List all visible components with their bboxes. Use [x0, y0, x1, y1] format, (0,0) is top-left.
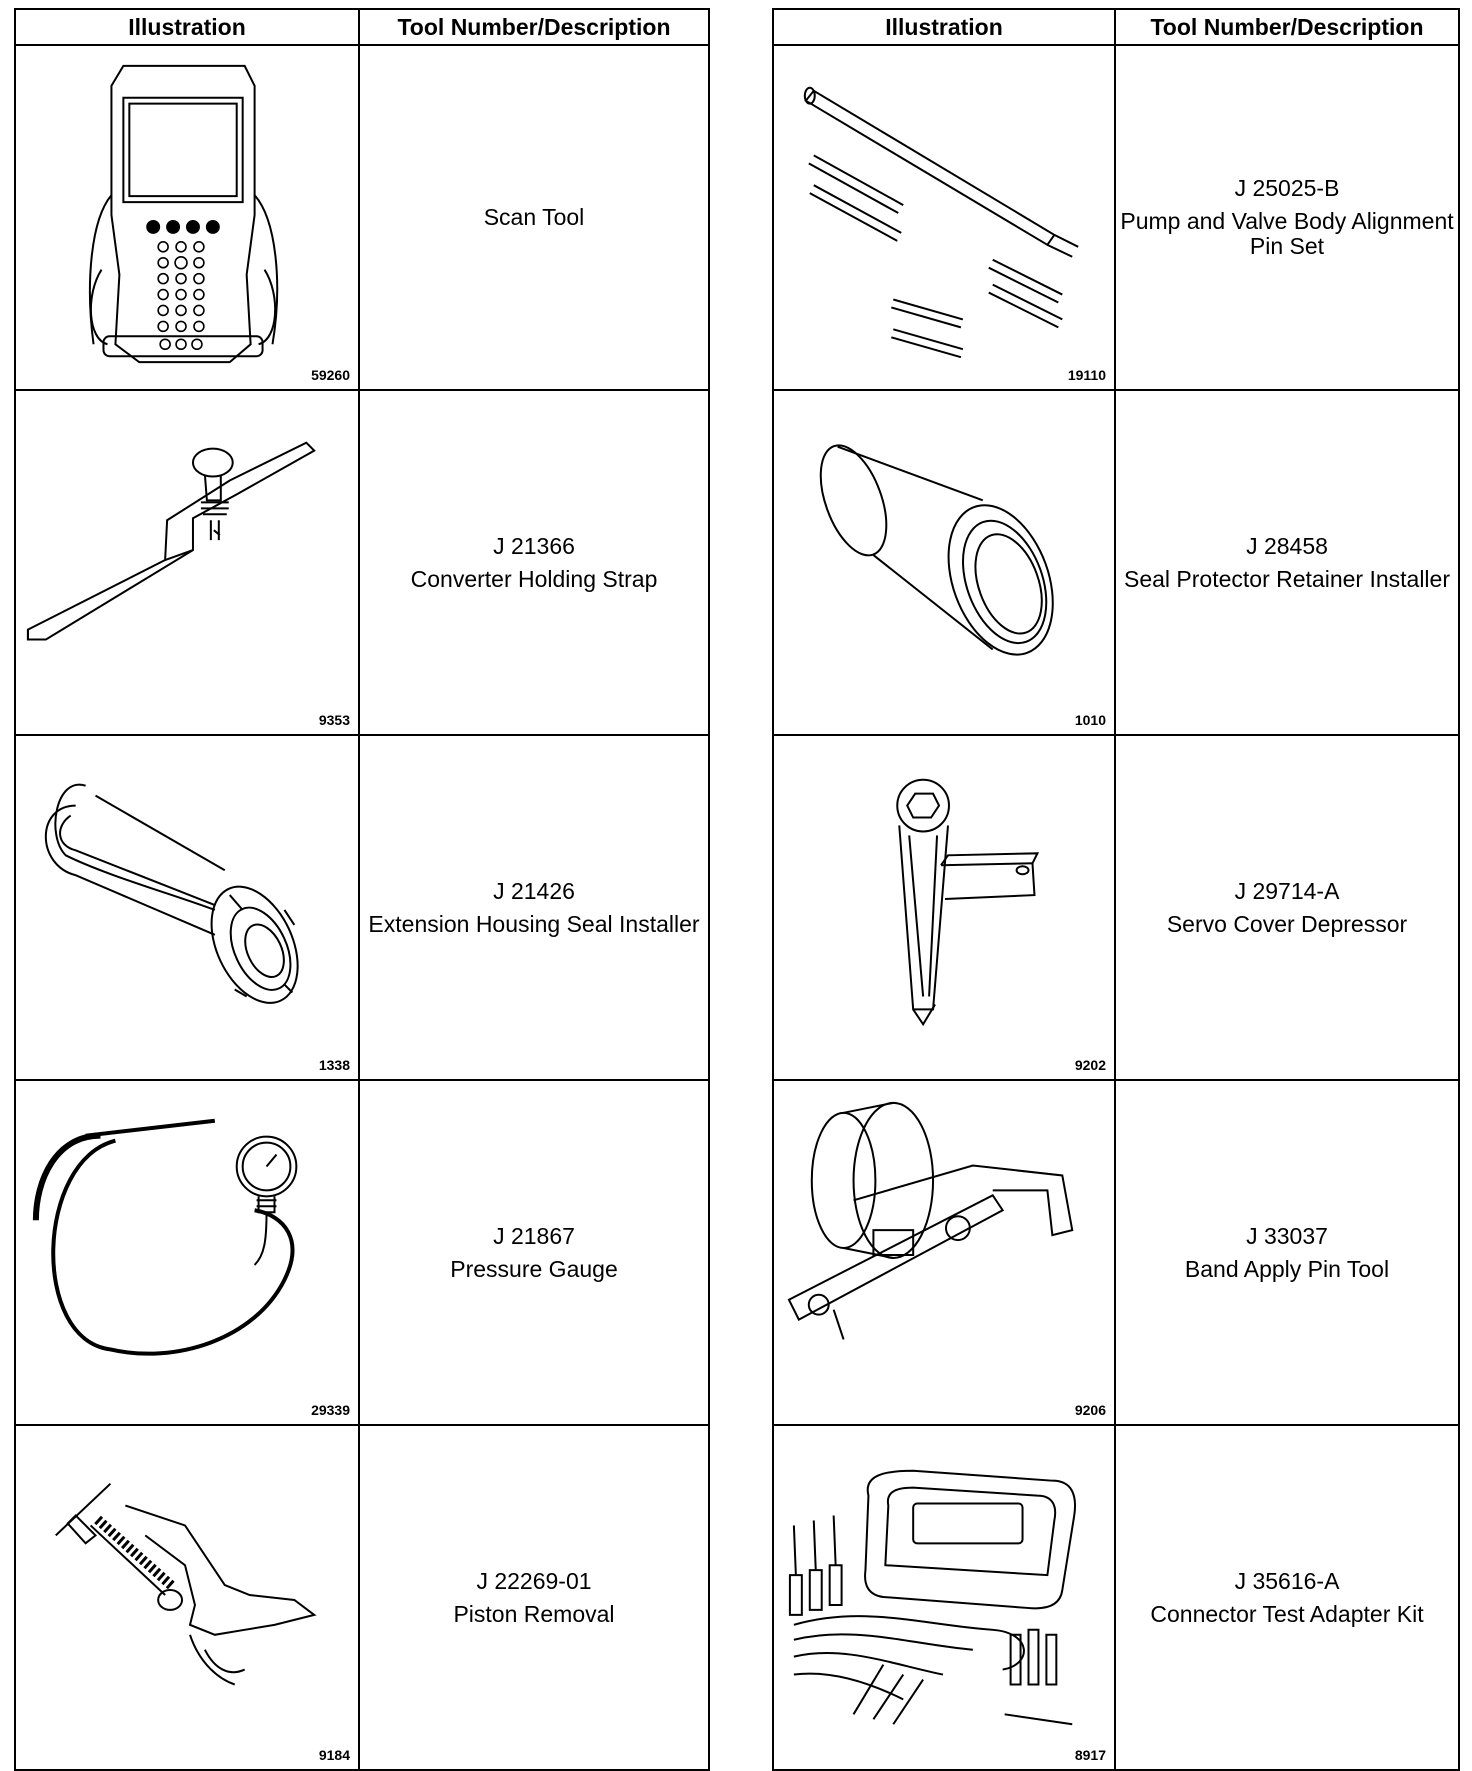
header-illustration: Illustration	[772, 8, 1116, 46]
header-illustration: Illustration	[14, 8, 360, 46]
tool-number: J 21867	[493, 1222, 575, 1249]
test-adapter-kit-icon	[774, 1426, 1114, 1769]
tool-number: J 28458	[1246, 532, 1328, 559]
table-row: 1338 J 21426 Extension Housing Seal Inst…	[14, 734, 710, 1081]
tool-name: Scan Tool	[483, 204, 585, 230]
illustration-cell: 29339	[14, 1079, 360, 1426]
tool-description-cell: J 25025-B Pump and Valve Body Alignment …	[1114, 44, 1460, 391]
tool-number: J 21426	[493, 877, 575, 904]
right-tool-table: Illustration Tool Number/Description 191…	[772, 8, 1460, 1771]
figure-number: 9206	[1074, 1402, 1106, 1418]
figure-number: 1010	[1074, 712, 1106, 728]
table-row: 19110 J 25025-B Pump and Valve Body Alig…	[772, 44, 1460, 391]
tool-name: Servo Cover Depressor	[1166, 910, 1408, 937]
table-row: 9202 J 29714-A Servo Cover Depressor	[772, 734, 1460, 1081]
table-row: 9184 J 22269-01 Piston Removal	[14, 1424, 710, 1771]
holding-strap-icon	[16, 391, 358, 734]
servo-depressor-icon	[774, 736, 1114, 1079]
illustration-cell: 19110	[772, 44, 1116, 391]
seal-installer-icon	[16, 736, 358, 1079]
tool-name: Converter Holding Strap	[410, 565, 658, 592]
tool-number: J 25025-B	[1234, 175, 1340, 201]
table-row: 8917 J 35616-A Connector Test Adapter Ki…	[772, 1424, 1460, 1771]
tool-name: Seal Protector Retainer Installer	[1124, 565, 1450, 592]
tool-name: Extension Housing Seal Installer	[368, 910, 700, 937]
seal-protector-icon	[774, 391, 1114, 734]
illustration-cell: 59260	[14, 44, 360, 391]
table-header-row: Illustration Tool Number/Description	[772, 8, 1460, 46]
pressure-gauge-icon	[16, 1081, 358, 1424]
tool-description-cell: Scan Tool	[358, 44, 710, 391]
tool-description-cell: J 22269-01 Piston Removal	[358, 1424, 710, 1771]
tool-number: J 29714-A	[1234, 877, 1340, 904]
tool-number: J 33037	[1246, 1222, 1328, 1249]
tool-description-cell: J 29714-A Servo Cover Depressor	[1114, 734, 1460, 1081]
table-row: 9206 J 33037 Band Apply Pin Tool	[772, 1079, 1460, 1426]
figure-number: 9353	[318, 712, 350, 728]
table-row: 59260 Scan Tool	[14, 44, 710, 391]
illustration-cell: 9206	[772, 1079, 1116, 1426]
figure-number: 8917	[1074, 1747, 1106, 1763]
table-row: 1010 J 28458 Seal Protector Retainer Ins…	[772, 389, 1460, 736]
header-tool: Tool Number/Description	[358, 8, 710, 46]
figure-number: 9184	[318, 1747, 350, 1763]
scan-tool-icon	[16, 46, 358, 389]
illustration-cell: 1338	[14, 734, 360, 1081]
tool-name: Band Apply Pin Tool	[1184, 1255, 1390, 1282]
tool-name: Piston Removal	[453, 1600, 615, 1627]
tool-description-cell: J 33037 Band Apply Pin Tool	[1114, 1079, 1460, 1426]
tool-description-cell: J 35616-A Connector Test Adapter Kit	[1114, 1424, 1460, 1771]
tool-number: J 22269-01	[476, 1567, 592, 1594]
alignment-pin-set-icon	[774, 46, 1114, 389]
tool-description-cell: J 21867 Pressure Gauge	[358, 1079, 710, 1426]
table-header-row: Illustration Tool Number/Description	[14, 8, 710, 46]
illustration-cell: 9353	[14, 389, 360, 736]
tool-name: Pump and Valve Body Alignment Pin Set	[1120, 208, 1454, 259]
header-tool: Tool Number/Description	[1114, 8, 1460, 46]
left-tool-table: Illustration Tool Number/Description	[14, 8, 710, 1771]
tool-description-cell: J 21366 Converter Holding Strap	[358, 389, 710, 736]
figure-number: 9202	[1074, 1057, 1106, 1073]
figure-number: 19110	[1067, 367, 1106, 383]
tool-name: Connector Test Adapter Kit	[1150, 1600, 1424, 1627]
illustration-cell: 9202	[772, 734, 1116, 1081]
band-apply-pin-icon	[774, 1081, 1114, 1424]
illustration-cell: 9184	[14, 1424, 360, 1771]
table-row: 29339 J 21867 Pressure Gauge	[14, 1079, 710, 1426]
figure-number: 59260	[311, 367, 350, 383]
illustration-cell: 1010	[772, 389, 1116, 736]
tool-number: J 35616-A	[1234, 1567, 1340, 1594]
piston-removal-icon	[16, 1426, 358, 1769]
tool-number: J 21366	[493, 532, 575, 559]
table-row: 9353 J 21366 Converter Holding Strap	[14, 389, 710, 736]
tool-description-cell: J 28458 Seal Protector Retainer Installe…	[1114, 389, 1460, 736]
illustration-cell: 8917	[772, 1424, 1116, 1771]
tool-description-cell: J 21426 Extension Housing Seal Installer	[358, 734, 710, 1081]
figure-number: 1338	[318, 1057, 350, 1073]
tool-name: Pressure Gauge	[450, 1255, 618, 1282]
figure-number: 29339	[311, 1402, 350, 1418]
